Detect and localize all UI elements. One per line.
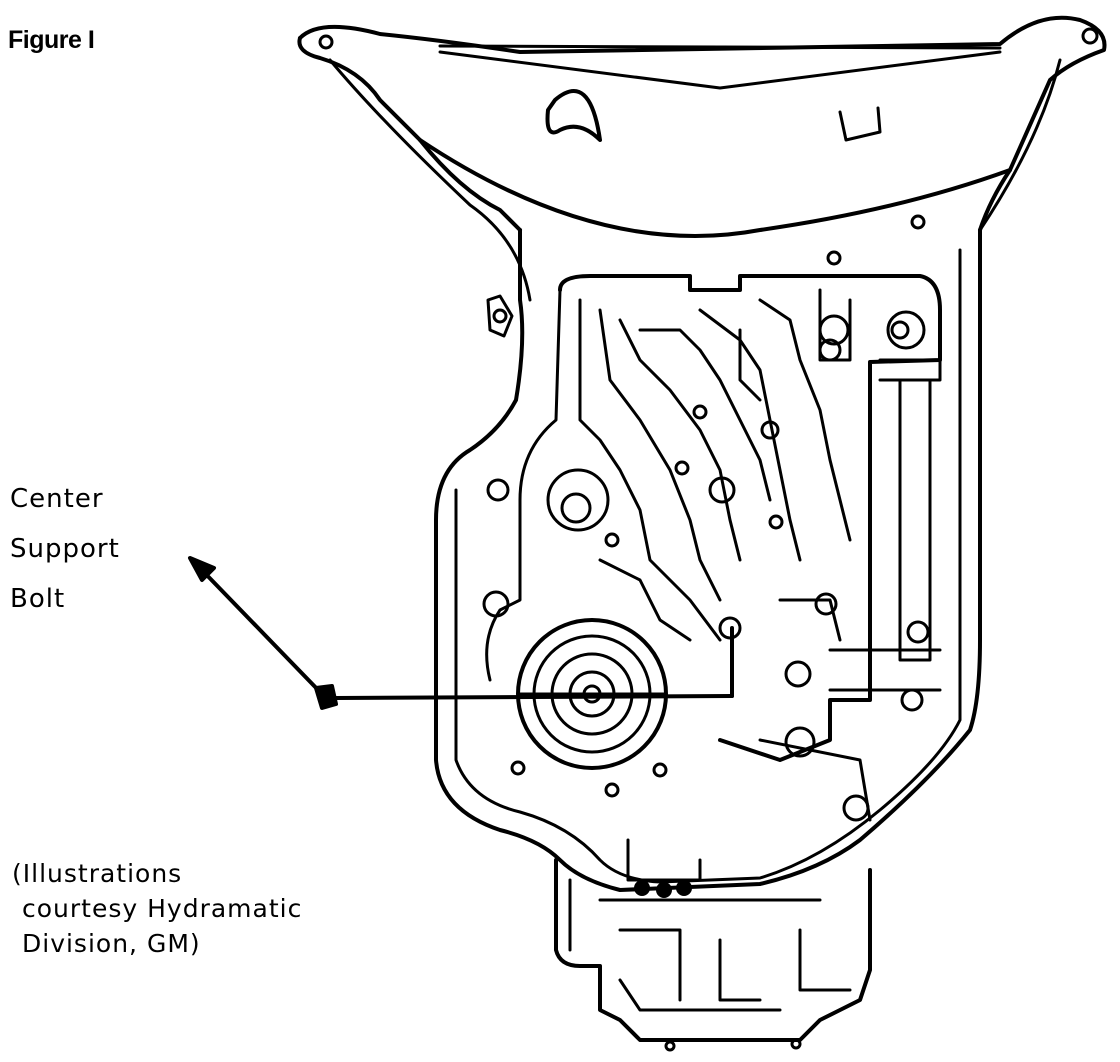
callout-line: Bolt — [10, 584, 66, 614]
callout-label: Center Support Bolt — [10, 474, 120, 624]
mounting-boss — [486, 294, 514, 338]
illustration-credit: (Illustrations courtesy Hydramatic Divis… — [12, 856, 302, 961]
callout-line: Center — [10, 484, 104, 514]
callout-line: Support — [10, 534, 120, 564]
valve-body — [482, 250, 942, 822]
credit-line: courtesy Hydramatic — [22, 894, 303, 923]
extension-housing — [554, 838, 872, 1052]
bell-housing — [297, 15, 1107, 302]
credit-line: Division, GM) — [22, 929, 201, 958]
callout-pointer — [188, 556, 734, 710]
case-outline — [434, 228, 982, 892]
figure-label: Figure I — [8, 26, 95, 54]
servo-assembly — [510, 618, 668, 798]
credit-line: (Illustrations — [12, 859, 183, 888]
